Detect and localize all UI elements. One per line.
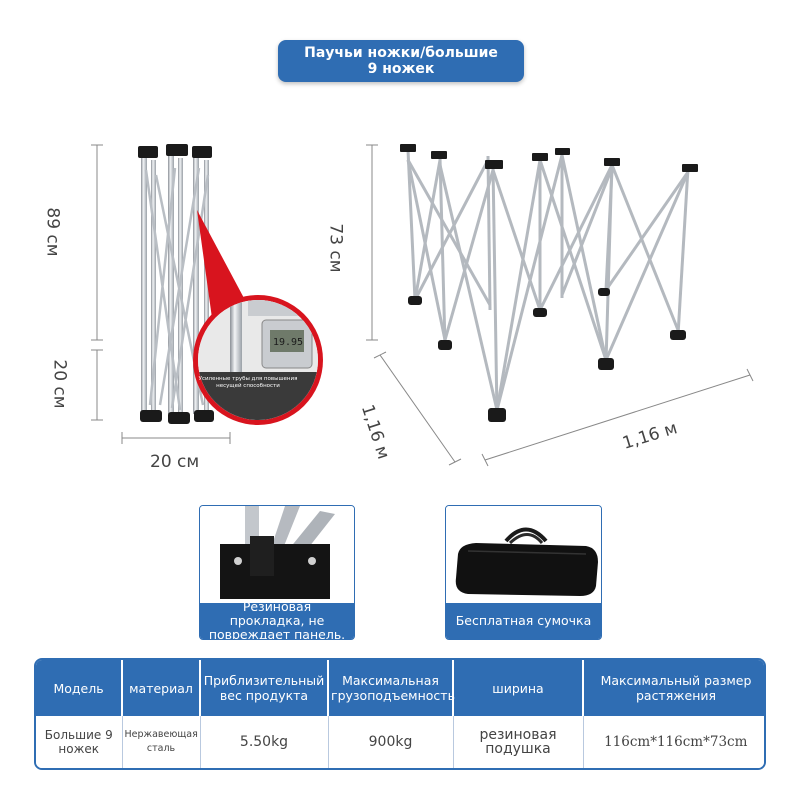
header-weight: Приблизительный вес продукта <box>200 660 329 716</box>
rubber-pad-photo <box>200 506 354 603</box>
title-line-1: Паучьи ножки/большие <box>304 45 498 61</box>
free-bag-card: Бесплатная сумочка <box>445 505 602 640</box>
spec-table-header-row: Модель материал Приблизительный вес прод… <box>36 660 764 716</box>
bag-photo <box>446 506 601 603</box>
table-row: Большие 9 ножек Нержавеющая сталь 5.50kg… <box>36 716 764 768</box>
header-material: материал <box>122 660 201 716</box>
header-capacity: Максимальная грузоподъемность <box>328 660 455 716</box>
dim-folded-height: 89 см <box>42 207 63 257</box>
callout-caption: Усиленные трубы для повышения несущей сп… <box>198 376 298 389</box>
dim-folded-width: 20 см <box>150 452 200 472</box>
folded-dimension-lines <box>91 144 231 444</box>
callout-magnifier <box>193 210 323 425</box>
dim-open-height: 73 см <box>325 223 346 273</box>
free-bag-caption: Бесплатная сумочка <box>446 603 601 639</box>
spec-table: Модель материал Приблизительный вес прод… <box>34 658 766 770</box>
folded-poles <box>138 144 214 424</box>
open-stand-feet <box>400 144 698 422</box>
cell-width: резиновая подушка <box>453 716 584 768</box>
open-dimension-lines <box>366 144 754 467</box>
header-max-size: Максимальный размер растяжения <box>583 660 764 716</box>
title-badge: Паучьи ножки/большие 9 ножек <box>278 40 524 82</box>
cell-weight: 5.50kg <box>200 716 329 768</box>
rubber-pad-caption: Резиновая прокладка, не повреждает панел… <box>200 600 354 639</box>
cell-model: Большие 9 ножек <box>36 716 123 768</box>
cell-capacity: 900kg <box>328 716 454 768</box>
open-stand <box>406 149 690 416</box>
cell-material: Нержавеющая сталь <box>122 716 201 768</box>
cell-max-size: 116cm*116cm*73cm <box>583 716 764 768</box>
header-width: ширина <box>453 660 584 716</box>
dim-folded-bottom: 20 см <box>49 359 70 409</box>
caliper-reading: 19.95 <box>272 337 304 348</box>
rubber-pad-card: Резиновая прокладка, не повреждает панел… <box>199 505 355 640</box>
title-line-2: 9 ножек <box>367 61 435 77</box>
header-model: Модель <box>36 660 123 716</box>
